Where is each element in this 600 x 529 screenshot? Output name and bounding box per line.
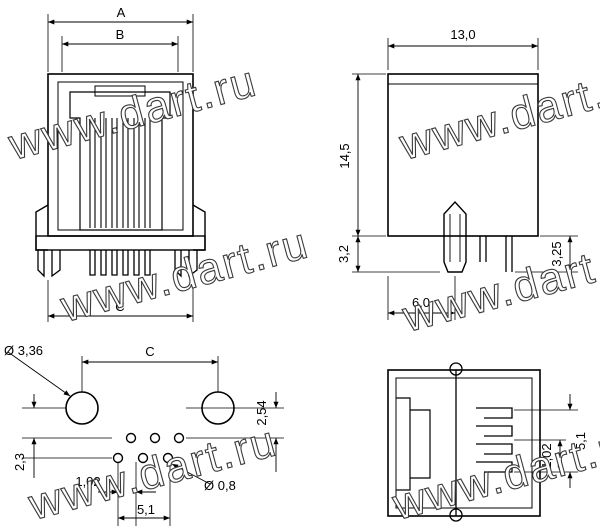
- footprint-span-label: 5,1: [137, 502, 155, 517]
- footprint-pitch-label: C: [145, 344, 154, 359]
- side-view: [352, 38, 578, 320]
- front-opening: [69, 91, 171, 231]
- pin-holes: [112, 432, 185, 464]
- front-pins: [89, 250, 151, 276]
- dim-c-label: C: [115, 299, 124, 314]
- dim-a-label: A: [117, 5, 126, 20]
- watermark-4: www.dart.ru: [397, 229, 600, 342]
- pin-diameter-label: Ø 0,8: [204, 478, 236, 493]
- bottom-gap-label: 1,02: [539, 443, 554, 468]
- pin-pitch-label: 1,02: [75, 474, 100, 489]
- side-body: [387, 73, 539, 237]
- side-post: [443, 200, 467, 273]
- footprint-view: [7, 351, 284, 526]
- dim-b-label: B: [116, 27, 125, 42]
- bottom-body: [387, 369, 541, 517]
- mounting-hole-left: [65, 391, 99, 425]
- front-view: [35, 14, 206, 322]
- bottom-span-label: 5,1: [573, 432, 588, 450]
- footprint-offset-label: 2,3: [12, 453, 27, 471]
- row-gap-label: 2,54: [254, 400, 269, 425]
- side-pin-right-label: 3,25: [549, 241, 564, 266]
- side-width-label: 13,0: [450, 27, 475, 42]
- hole-diameter-label: Ø 3,36: [4, 343, 43, 358]
- front-contacts: [89, 118, 151, 228]
- bottom-view: [387, 362, 578, 522]
- side-height-label: 14,5: [337, 143, 352, 168]
- side-offset-label: 6,0: [412, 295, 430, 310]
- watermark-6: www.dart.ru: [387, 417, 600, 529]
- side-pin-left-label: 3,2: [336, 245, 351, 263]
- bottom-contacts: [476, 407, 513, 473]
- mounting-hole-right: [201, 391, 235, 425]
